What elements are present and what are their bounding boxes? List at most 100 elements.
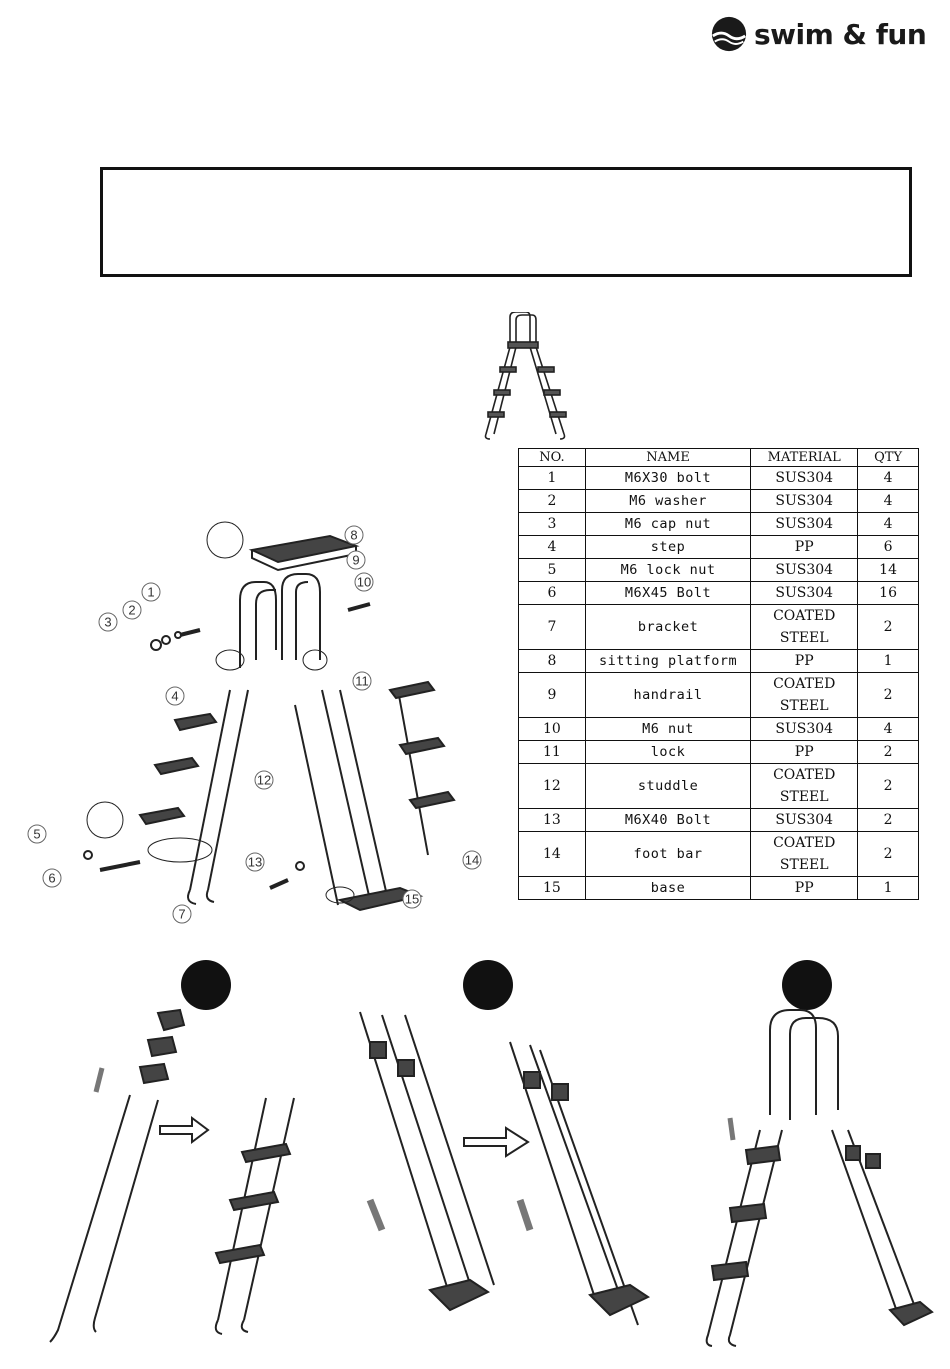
cell-name: M6X40 Bolt: [584, 808, 752, 832]
cell-no: 7: [518, 604, 586, 650]
header-no: NO.: [518, 448, 586, 467]
cell-material: COATED STEEL: [750, 763, 859, 809]
callout-circle: [122, 600, 142, 620]
cell-no: 8: [518, 649, 586, 673]
cell-material: PP: [750, 740, 859, 764]
cell-no: 14: [518, 831, 586, 877]
callout-number: 1: [147, 585, 154, 600]
cell-name: M6X30 bolt: [584, 466, 752, 490]
callout-circle: [98, 612, 118, 632]
swim-fun-logo-icon: [711, 16, 747, 52]
cell-material: PP: [750, 535, 859, 559]
callout-circle: [165, 686, 185, 706]
callout-number: 14: [465, 853, 479, 868]
cell-name: M6 washer: [584, 489, 752, 513]
notice-box: [100, 167, 912, 277]
callout-circle: [27, 824, 47, 844]
cell-no: 6: [518, 581, 586, 605]
callout-circle: [402, 889, 422, 909]
right-arrow-icon: [463, 1126, 530, 1158]
cell-material: COATED STEEL: [750, 831, 859, 877]
cell-no: 1: [518, 466, 586, 490]
cell-qty: 1: [857, 876, 919, 900]
assembly-steps-illustration: [49, 1008, 934, 1347]
cell-no: 12: [518, 763, 586, 809]
header-name: NAME: [584, 448, 752, 467]
cell-qty: 2: [857, 831, 919, 877]
callout-number: 13: [248, 855, 262, 870]
step-badge-3: [782, 960, 832, 1010]
cell-qty: 4: [857, 717, 919, 741]
callout-circle: [42, 868, 62, 888]
cell-no: 9: [518, 672, 586, 718]
callout-circle: [172, 904, 192, 924]
callout-number: 6: [48, 871, 55, 886]
step-badge-2: [463, 960, 513, 1010]
cell-material: SUS304: [750, 466, 859, 490]
cell-name: studdle: [584, 763, 752, 809]
cell-qty: 14: [857, 558, 919, 582]
cell-qty: 4: [857, 466, 919, 490]
cell-name: M6X45 Bolt: [584, 581, 752, 605]
callout-circle: [344, 525, 364, 545]
cell-name: M6 nut: [584, 717, 752, 741]
callout-circle: [346, 550, 366, 570]
callout-number: 15: [405, 892, 419, 907]
cell-qty: 2: [857, 763, 919, 809]
cell-qty: 16: [857, 581, 919, 605]
cell-no: 4: [518, 535, 586, 559]
cell-material: SUS304: [750, 808, 859, 832]
callout-number: 2: [128, 603, 135, 618]
cell-no: 10: [518, 717, 586, 741]
cell-name: sitting platform: [584, 649, 752, 673]
cell-material: COATED STEEL: [750, 672, 859, 718]
cell-name: bracket: [584, 604, 752, 650]
callout-circle: [462, 850, 482, 870]
cell-material: PP: [750, 649, 859, 673]
cell-name: M6 cap nut: [584, 512, 752, 536]
cell-material: SUS304: [750, 581, 859, 605]
cell-name: foot bar: [584, 831, 752, 877]
cell-material: PP: [750, 876, 859, 900]
cell-qty: 1: [857, 649, 919, 673]
cell-no: 13: [518, 808, 586, 832]
cell-qty: 6: [857, 535, 919, 559]
cell-qty: 4: [857, 512, 919, 536]
cell-name: M6 lock nut: [584, 558, 752, 582]
cell-material: COATED STEEL: [750, 604, 859, 650]
cell-material: SUS304: [750, 558, 859, 582]
cell-name: handrail: [584, 672, 752, 718]
cell-no: 2: [518, 489, 586, 513]
callout-number: 12: [257, 773, 271, 788]
cell-name: lock: [584, 740, 752, 764]
right-arrow-icon: [159, 1116, 210, 1144]
step-badge-1: [181, 960, 231, 1010]
cell-qty: 4: [857, 489, 919, 513]
cell-material: SUS304: [750, 489, 859, 513]
cell-name: step: [584, 535, 752, 559]
brand-name: swim & fun: [754, 17, 927, 51]
cell-material: SUS304: [750, 717, 859, 741]
callout-number: 8: [350, 528, 357, 543]
callout-circle: [254, 770, 274, 790]
callout-number: 7: [178, 907, 185, 922]
cell-no: 11: [518, 740, 586, 764]
callout-circle: [354, 572, 374, 592]
table-header-row: NO. NAME MATERIAL QTY: [518, 448, 919, 467]
callout-number: 9: [352, 553, 359, 568]
header-qty: QTY: [857, 448, 919, 467]
callout-circle: [245, 852, 265, 872]
